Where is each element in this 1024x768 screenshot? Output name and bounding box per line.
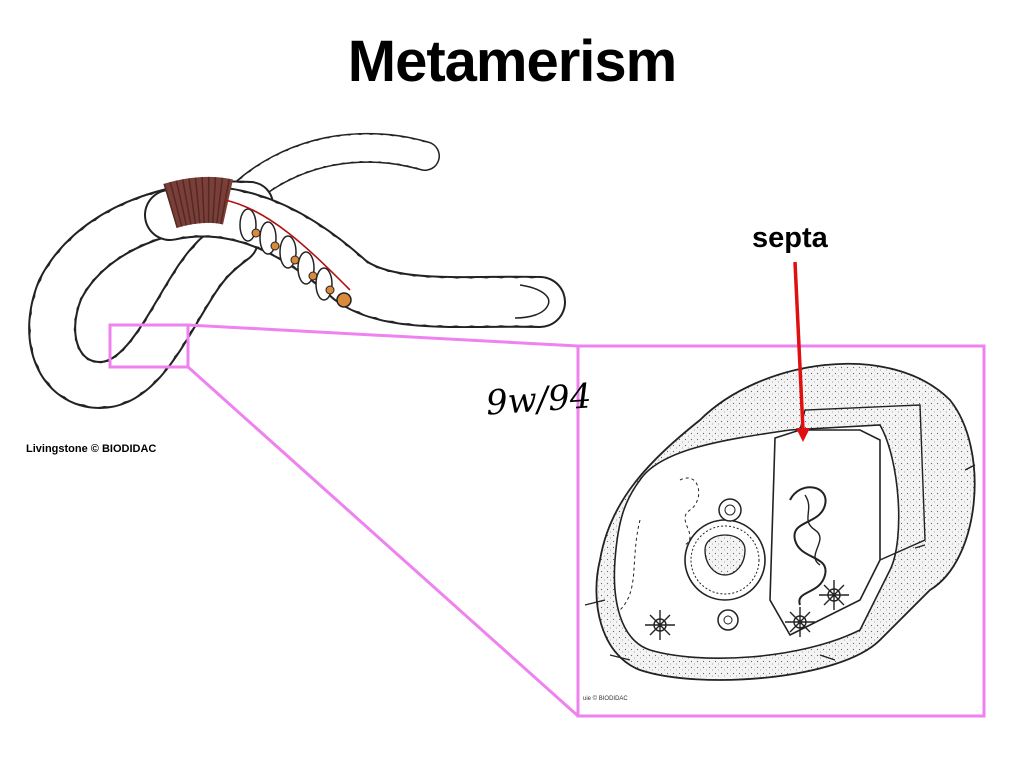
page-title: Metamerism [347,29,677,94]
zoom-connector-bottom [186,365,580,718]
nephridium [789,486,827,606]
internal-segments [224,199,352,308]
red-arrow-head [796,428,810,442]
zoom-source-box [108,323,190,369]
setae [584,464,976,661]
inset-credit: uie © BIODIDAC [583,696,628,702]
septa-label: septa [752,222,828,254]
worm-drawing [28,132,566,410]
image-credit: Livingstone © BIODIDAC [26,443,157,455]
worm-head [514,284,550,319]
handwritten-note: 9w/94 [484,376,593,424]
red-arrow-icon [793,261,805,431]
clitellum-band [163,176,233,229]
zoom-connector-top [187,323,579,348]
segment-cross-section [584,362,976,681]
